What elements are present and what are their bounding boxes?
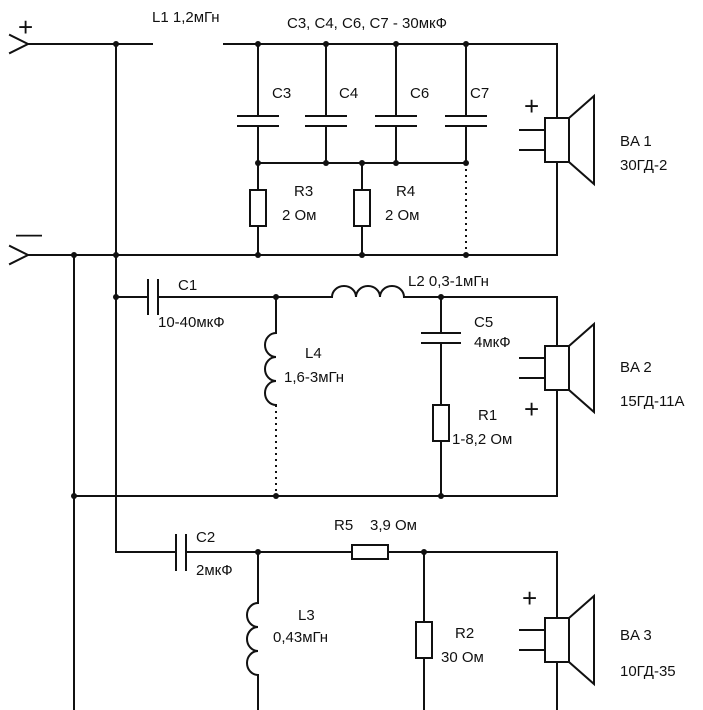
label-r4-value: 2 Ом	[385, 207, 420, 224]
label-c1: C1	[178, 277, 197, 294]
label-c-group: C3, C4, C6, C7 - 30мкФ	[287, 15, 447, 32]
junction-dots	[71, 41, 469, 555]
ba1-polarity: +	[524, 91, 539, 121]
speaker-ba2: +	[519, 296, 595, 497]
label-r2-value: 30 Ом	[441, 649, 484, 666]
label-r3-value: 2 Ом	[282, 207, 317, 224]
label-ba1: BA 1	[620, 133, 652, 150]
label-c2: C2	[196, 529, 215, 546]
label-r4: R4	[396, 183, 415, 200]
label-ba1-type: 30ГД-2	[620, 157, 667, 174]
resistor-r2	[415, 621, 433, 659]
label-c7: C7	[470, 85, 489, 102]
speaker-ba3: +	[519, 551, 595, 710]
minus-terminal-arrow	[8, 244, 31, 266]
label-c1-value: 10-40мкФ	[158, 314, 225, 331]
capacitor-c3	[237, 115, 279, 127]
capacitor-c5	[421, 332, 461, 344]
label-l3-value: 0,43мГн	[273, 629, 328, 646]
inductor-l4	[264, 331, 278, 407]
resistor-r1	[432, 404, 450, 442]
ba3-section	[115, 534, 558, 710]
input-terminals: + —	[8, 12, 42, 266]
label-r2: R2	[455, 625, 474, 642]
resistor-r3	[249, 189, 267, 256]
label-c2-value: 2мкФ	[196, 562, 233, 579]
plus-terminal-label: +	[18, 12, 33, 42]
component-labels: L1 1,2мГн C3, C4, C6, C7 - 30мкФ C3 C4 C…	[152, 9, 685, 680]
capacitor-c6	[375, 115, 417, 127]
label-r5-value: 3,9 Ом	[370, 517, 417, 534]
label-c4: C4	[339, 85, 358, 102]
capacitor-c2	[175, 534, 187, 571]
resistor-r5	[351, 544, 389, 560]
capacitor-c4	[305, 115, 347, 127]
label-c6: C6	[410, 85, 429, 102]
label-c5: C5	[474, 314, 493, 331]
label-r1-value: 1-8,2 Ом	[452, 431, 512, 448]
label-ba3: BA 3	[620, 627, 652, 644]
label-ba2: BA 2	[620, 359, 652, 376]
label-r1: R1	[478, 407, 497, 424]
ba2-polarity: +	[524, 394, 539, 424]
label-ba3-type: 10ГД-35	[620, 663, 676, 680]
label-l1: L1 1,2мГн	[152, 9, 220, 26]
label-ba2-type: 15ГД-11A	[620, 393, 685, 410]
inductor-l3	[246, 601, 260, 677]
resistor-r4	[353, 189, 371, 256]
label-c3: C3	[272, 85, 291, 102]
label-l4-value: 1,6-3мГн	[284, 369, 344, 386]
label-l2: L2 0,3-1мГн	[408, 273, 489, 290]
label-l4: L4	[305, 345, 322, 362]
label-r5: R5	[334, 517, 353, 534]
inductor-l2	[330, 285, 406, 299]
capacitor-c7	[445, 115, 487, 127]
speaker-ba1: +	[519, 43, 595, 256]
minus-terminal-label: —	[16, 218, 42, 248]
label-c5-value: 4мкФ	[474, 334, 511, 351]
ba2-section	[115, 279, 558, 497]
label-r3: R3	[294, 183, 313, 200]
label-l3: L3	[298, 607, 315, 624]
ba3-polarity: +	[522, 583, 537, 613]
capacitor-c1	[147, 279, 159, 315]
